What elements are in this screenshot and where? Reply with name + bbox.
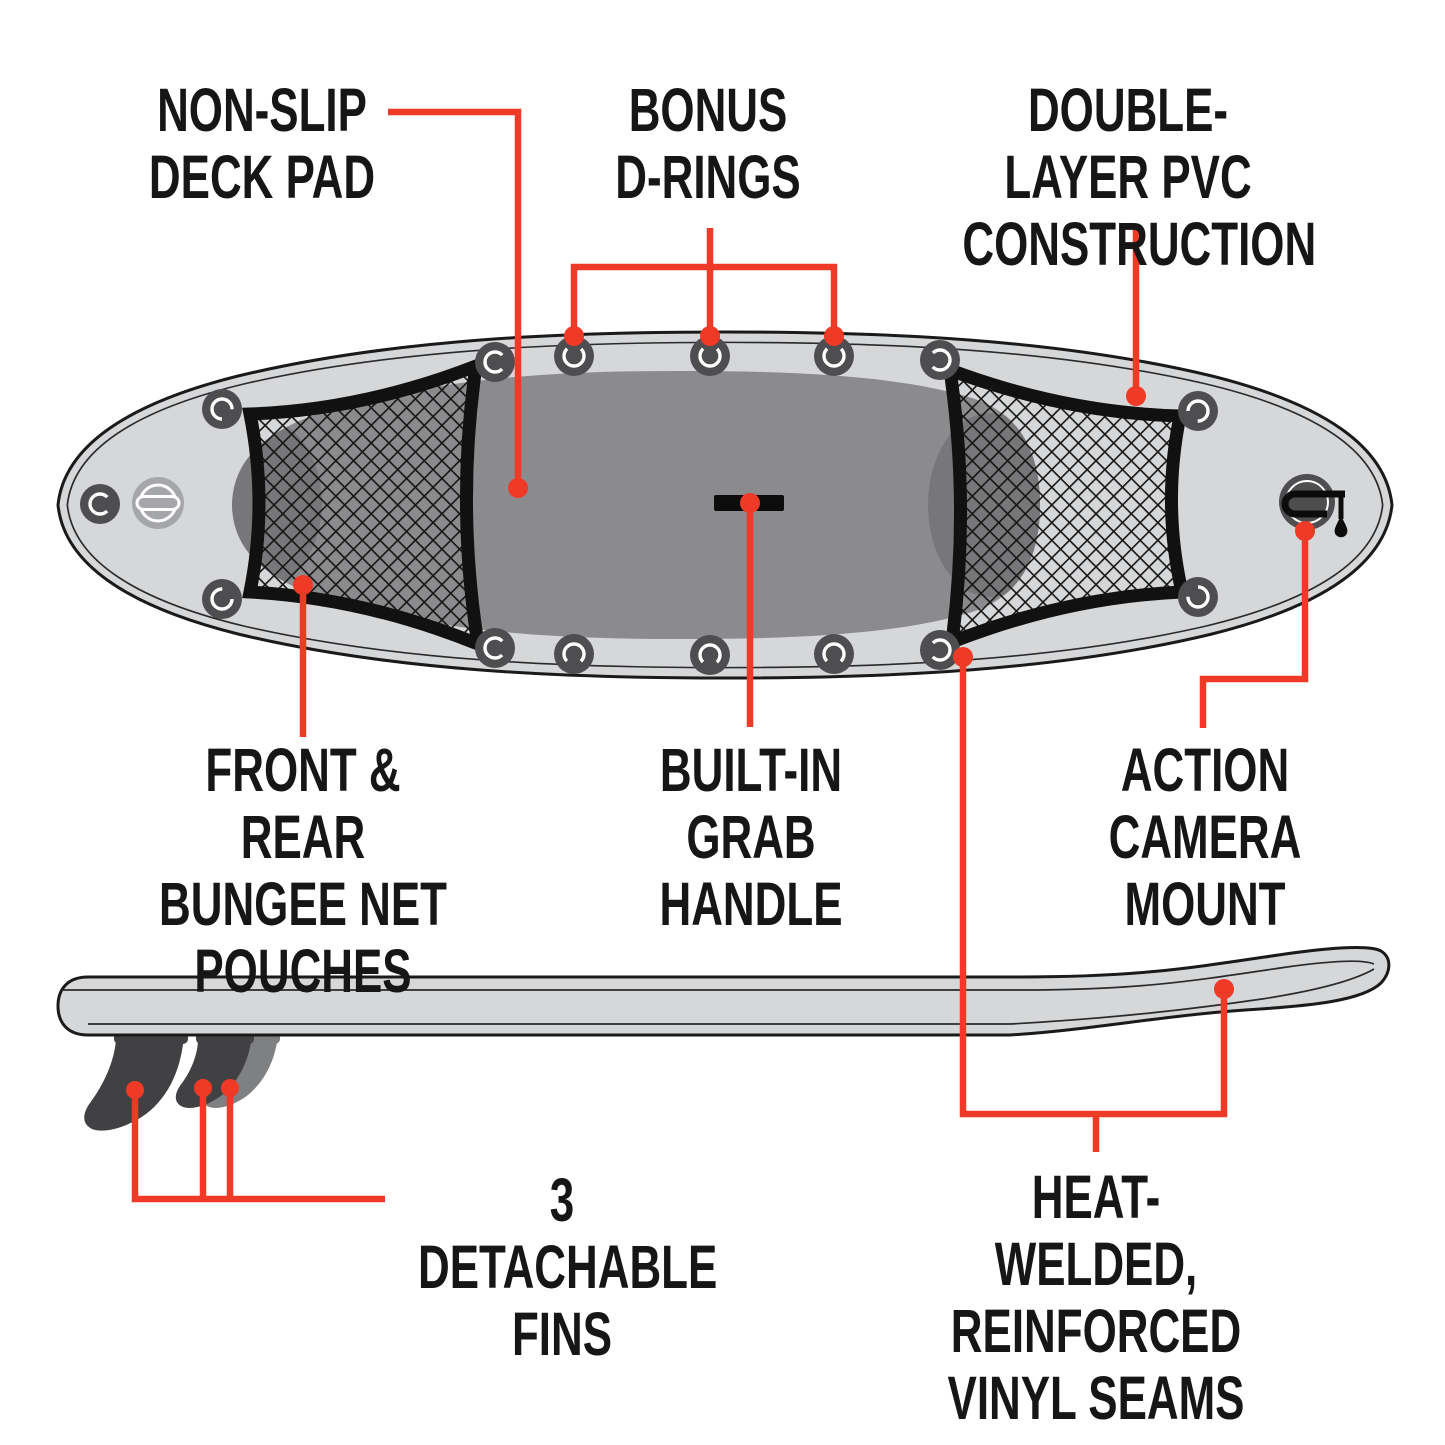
callout-dot-pvc (1126, 386, 1146, 406)
label-non-slip-deck-pad: NON-SLIP DECK PAD (148, 76, 376, 211)
label-camera-mount: ACTION CAMERA MOUNT (1108, 736, 1302, 938)
board-side-profile (56, 945, 1391, 1037)
callout-line-d-rings-bracket (570, 263, 838, 336)
rear-bungee-net (941, 360, 1191, 653)
label-bungee-pouches: FRONT & REAR BUNGEE NET POUCHES (159, 736, 447, 1005)
label-seams: HEAT-WELDED, REINFORCED VINYL SEAMS (947, 1163, 1245, 1432)
callout-lines (126, 108, 1315, 1203)
side-rail-top-seam (62, 960, 1375, 991)
front-bungee-net (242, 355, 487, 655)
callout-dot-d-ring-3 (824, 326, 844, 346)
action-camera-mount (1279, 474, 1348, 538)
d-ring (200, 577, 244, 621)
label-bonus-d-rings: BONUS D-RINGS (615, 76, 801, 211)
callout-dot-handle (740, 493, 760, 513)
d-ring (1176, 575, 1220, 619)
board-top-view (56, 326, 1394, 685)
callout-line-camera (1199, 531, 1309, 728)
d-ring (200, 387, 244, 431)
label-double-layer-pvc: DOUBLE-LAYER PVC CONSTRUCTION (962, 76, 1317, 278)
label-fins: 3 DETACHABLE FINS (418, 1166, 718, 1368)
callout-dot-camera (1295, 521, 1315, 541)
callout-line-fins (131, 1088, 385, 1203)
callout-dot-fin-2 (194, 1079, 212, 1097)
label-grab-handle: BUILT-IN GRAB HANDLE (659, 736, 843, 938)
callout-dot-seam-side (1214, 979, 1234, 999)
callout-dot-d-ring-2 (700, 326, 720, 346)
callout-dot-bungee (293, 575, 313, 595)
inflation-valve (132, 477, 184, 529)
callout-dot-fin-1 (126, 1081, 144, 1099)
callout-dot-deck-pad (508, 478, 528, 498)
callout-dot-d-ring-1 (564, 326, 584, 346)
callout-dot-seam-top (953, 647, 973, 667)
callout-line-seams (959, 657, 1228, 1152)
callout-dot-fin-3 (221, 1079, 239, 1097)
side-rail-bottom-seam (88, 968, 1375, 1025)
d-ring (1176, 389, 1220, 433)
callout-line-deck-pad (388, 108, 522, 486)
